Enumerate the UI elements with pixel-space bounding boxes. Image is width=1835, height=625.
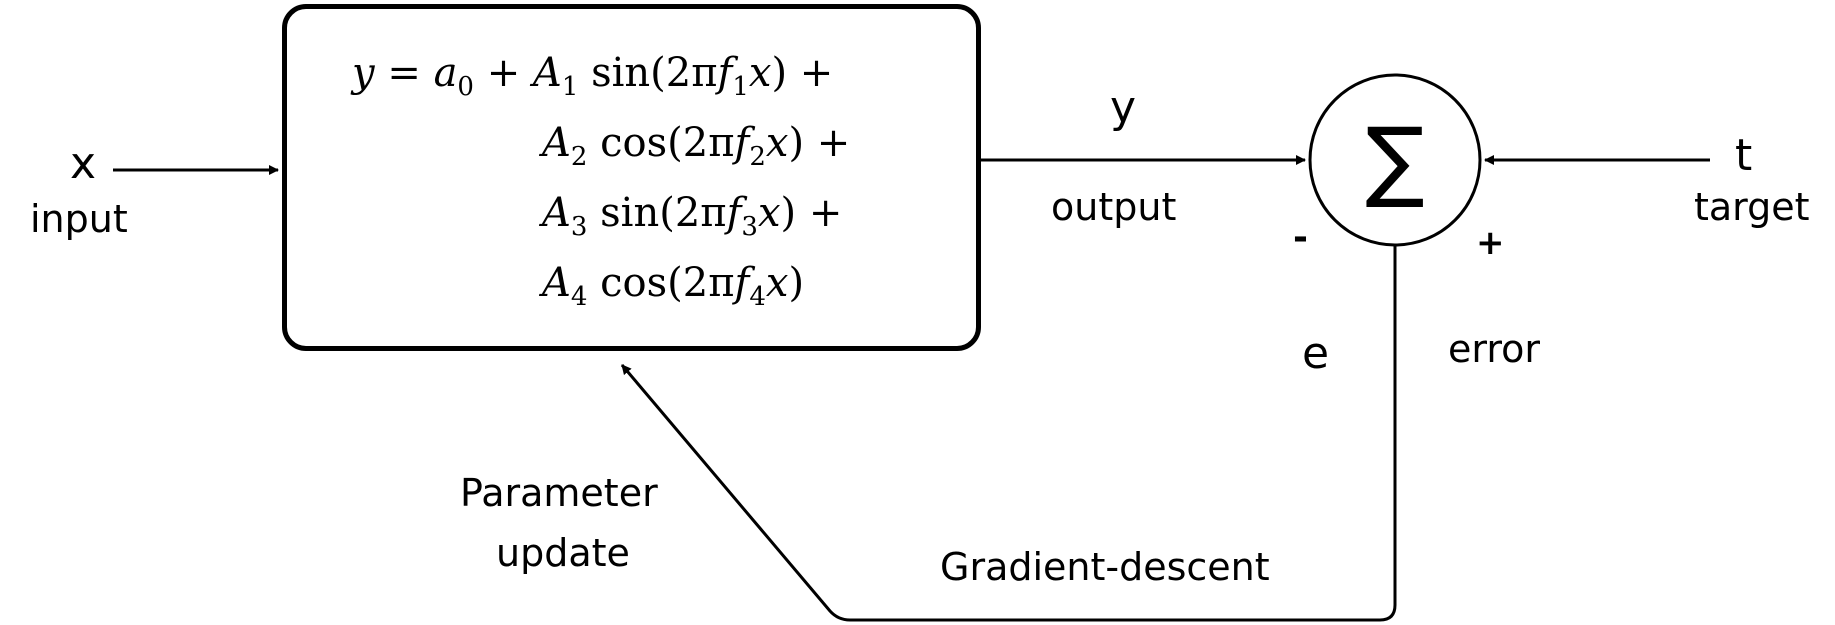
open-paren: (2π <box>667 120 735 166</box>
input-label: input <box>30 197 128 241</box>
open-paren: (2π <box>659 190 727 236</box>
feedback-arrow <box>620 245 1397 622</box>
plus-sign: + <box>486 50 521 96</box>
frequency-3-subscript: 3 <box>741 212 758 242</box>
input-variable: x <box>748 50 772 96</box>
gradient-descent-label: Gradient-descent <box>940 545 1270 589</box>
parameter-update-label-line-1: Parameter <box>460 471 658 515</box>
open-paren: (2π <box>650 50 718 96</box>
input-variable: x <box>765 260 789 306</box>
close-paren: ) <box>780 190 797 236</box>
frequency-3: f <box>726 190 742 236</box>
amplitude-3: A <box>542 190 571 236</box>
function-name: cos <box>600 260 668 306</box>
sigma-symbol: ∑ <box>1365 108 1425 211</box>
frequency-4-subscript: 4 <box>749 282 766 312</box>
output-variable: y <box>352 50 375 96</box>
model-equation-line-1: y = a0 + A1 sin(2πf1x) + <box>352 50 834 100</box>
trailing-plus: + <box>816 120 851 166</box>
output-symbol: y <box>1110 82 1137 133</box>
amplitude-1: A <box>532 50 562 96</box>
close-paren: ) <box>771 50 788 96</box>
bias-coefficient: a <box>433 50 458 96</box>
summing-junction: ∑ <box>1309 74 1481 246</box>
model-equation-line-2: A2 cos(2πf2x) + <box>542 120 851 170</box>
amplitude-1-subscript: 1 <box>561 72 579 102</box>
trailing-plus: + <box>799 50 834 96</box>
output-label: output <box>1051 185 1177 229</box>
close-paren: ) <box>788 120 805 166</box>
frequency-1-subscript: 1 <box>732 72 749 102</box>
input-variable: x <box>757 190 781 236</box>
amplitude-2: A <box>542 120 571 166</box>
trailing-plus: + <box>808 190 843 236</box>
equals-sign: = <box>387 50 421 96</box>
function-name: sin <box>600 190 660 236</box>
error-label: error <box>1448 327 1540 371</box>
target-symbol: t <box>1735 130 1753 181</box>
target-label: target <box>1694 185 1810 229</box>
frequency-2: f <box>734 120 750 166</box>
model-equation-line-3: A3 sin(2πf3x) + <box>542 190 843 240</box>
bias-subscript: 0 <box>457 72 474 102</box>
amplitude-4-subscript: 4 <box>570 282 588 312</box>
amplitude-4: A <box>542 260 571 306</box>
amplitude-3-subscript: 3 <box>570 212 588 242</box>
error-symbol: e <box>1302 328 1330 379</box>
open-paren: (2π <box>667 260 735 306</box>
parameter-update-label-line-2: update <box>496 531 630 575</box>
plus-sign: + <box>1476 223 1505 263</box>
input-symbol: x <box>70 138 97 189</box>
minus-sign: - <box>1293 217 1308 258</box>
close-paren: ) <box>788 260 805 306</box>
function-name: cos <box>600 120 668 166</box>
model-block <box>282 4 981 351</box>
amplitude-2-subscript: 2 <box>570 142 588 172</box>
input-variable: x <box>765 120 789 166</box>
model-equation-line-4: A4 cos(2πf4x) <box>542 260 805 310</box>
frequency-1: f <box>717 50 733 96</box>
frequency-2-subscript: 2 <box>749 142 766 172</box>
function-name: sin <box>591 50 651 96</box>
frequency-4: f <box>734 260 750 306</box>
